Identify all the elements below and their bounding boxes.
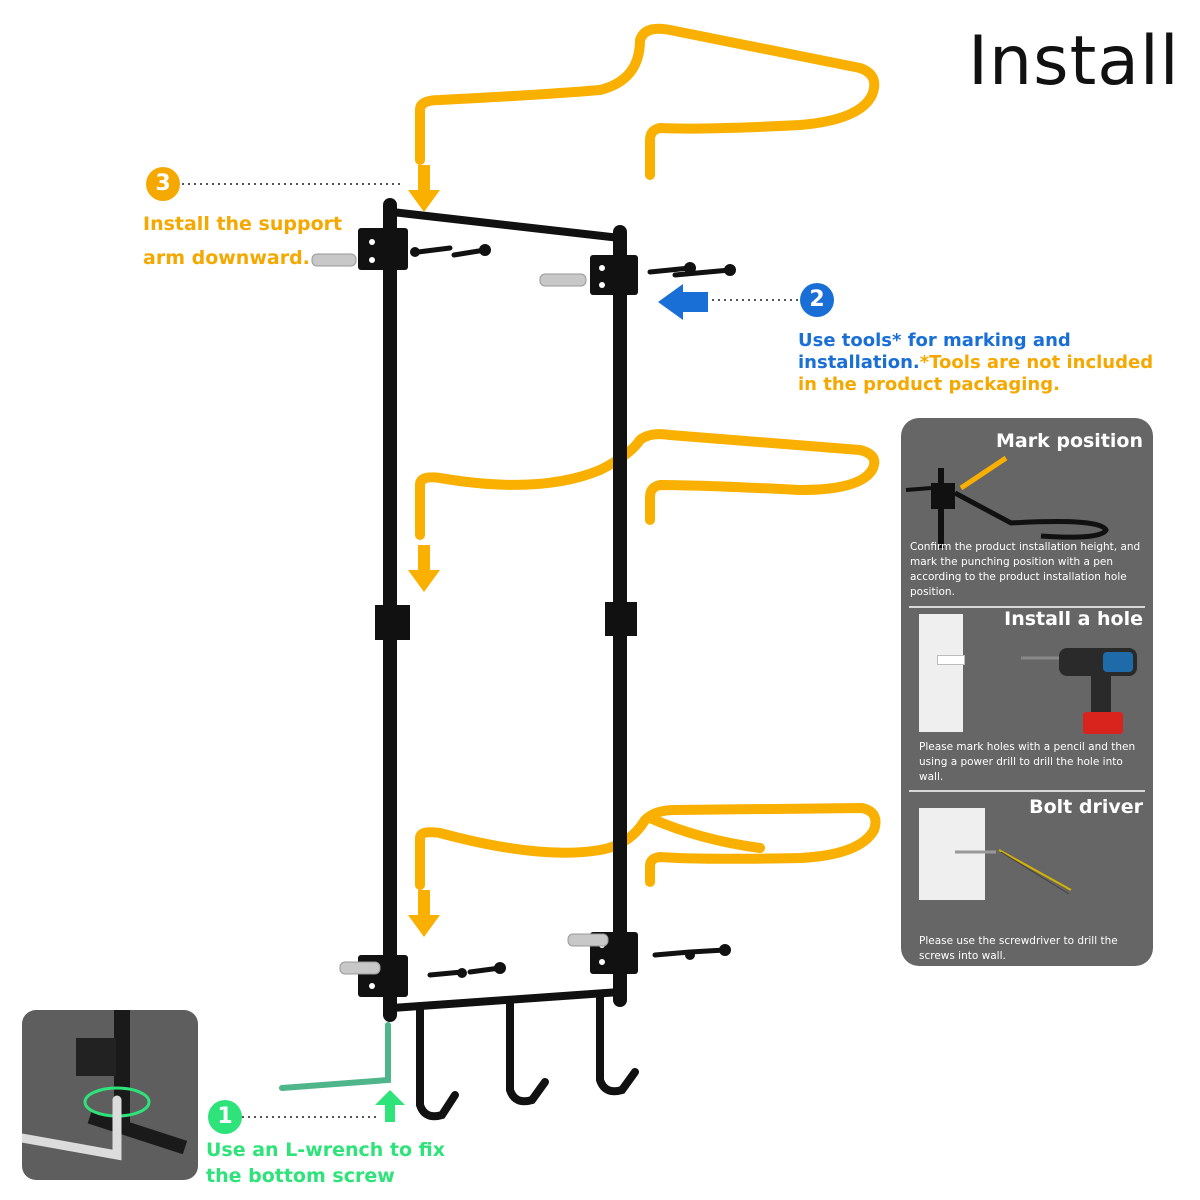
power-drill-drawing <box>1021 648 1137 734</box>
step-2-text: Use tools* for marking and installation.… <box>798 330 1178 396</box>
up-arrow <box>375 1090 405 1122</box>
step-2-text-main: Use tools* for marking and installation. <box>798 330 1071 373</box>
page-title: Install <box>968 22 1180 101</box>
panel-divider-2 <box>909 790 1145 792</box>
wall-sample-2 <box>919 808 985 900</box>
bottom-support-arm <box>415 803 881 890</box>
down-arrows <box>408 165 440 937</box>
mark-position-text: Confirm the product installation height,… <box>910 541 1141 598</box>
panel-divider-1 <box>909 606 1145 608</box>
install-hole-text: Please mark holes with a pencil and then… <box>919 741 1136 783</box>
step-1-text: Use an L-wrench to fix the bottom screw <box>206 1139 446 1187</box>
wrench-detail-inset <box>22 1010 198 1180</box>
screwdriver-drawing <box>955 849 1072 895</box>
wall-anchors <box>311 253 609 975</box>
step-2-text-note: *Tools are not included in the product p… <box>798 352 1154 395</box>
hole-mark <box>937 655 965 665</box>
step-2-badge: 2 <box>800 283 834 317</box>
l-wrench <box>279 1022 391 1091</box>
left-arrow <box>658 284 708 320</box>
instruction-panel: Mark position Confirm the product instal… <box>901 418 1153 966</box>
screws <box>415 245 733 978</box>
bolt-driver-text: Please use the screwdriver to drill the … <box>919 935 1118 962</box>
bolt-driver-heading: Bolt driver <box>1029 796 1143 818</box>
install-hole-heading: Install a hole <box>1004 608 1143 630</box>
step-3-text: Install the support arm downward. <box>143 213 343 269</box>
step-3-badge: 3 <box>146 167 180 201</box>
mark-position-drawing <box>905 455 1109 548</box>
step-1-badge: 1 <box>208 1100 242 1134</box>
middle-support-arm <box>415 429 880 540</box>
wrench-detail-drawing <box>22 1010 188 1161</box>
top-support-arm <box>415 23 880 180</box>
rack-frame <box>383 198 639 1121</box>
wall-brackets <box>358 228 638 997</box>
wall-sample <box>919 614 963 732</box>
mark-position-heading: Mark position <box>996 430 1143 452</box>
